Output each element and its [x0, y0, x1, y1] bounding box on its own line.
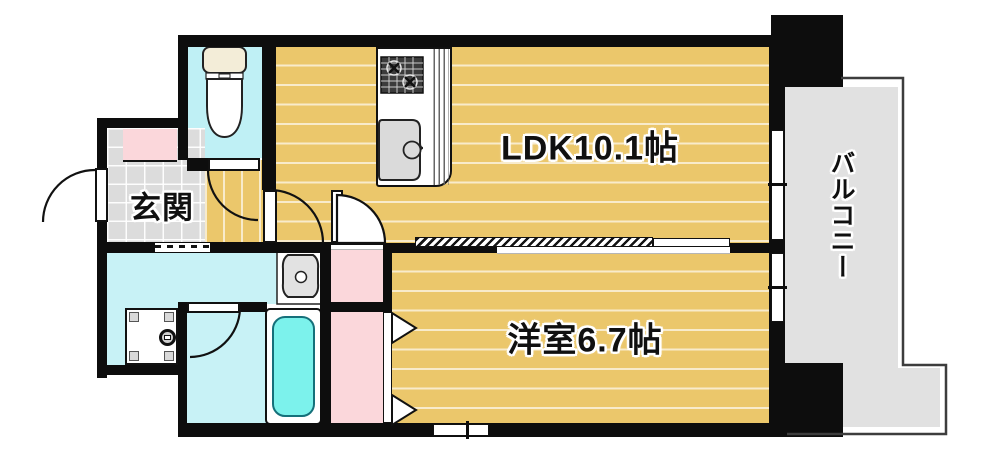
upper-closet-floor	[331, 249, 383, 302]
wall	[178, 302, 187, 437]
entrance-step-line	[155, 243, 210, 252]
bathroom-door-swing-arc	[189, 308, 242, 359]
washer-drain-icon	[159, 329, 176, 346]
entrance-door-swing-arc	[41, 168, 96, 223]
western-room-floor	[392, 253, 769, 423]
balcony-outline	[787, 76, 948, 436]
wall	[187, 158, 208, 171]
hallway-floor	[205, 160, 263, 242]
washbasin-icon	[276, 248, 323, 305]
wall	[383, 248, 392, 302]
closet-door-swing-arc	[335, 193, 387, 245]
wall	[97, 118, 188, 128]
entrance-label: 玄関	[130, 190, 194, 226]
toilet-icon	[202, 46, 247, 139]
pan-corner	[129, 312, 139, 322]
entrance-door	[95, 168, 108, 222]
accordion-partition	[415, 237, 653, 247]
wall-pillar-top-right	[771, 15, 843, 87]
wall	[383, 243, 497, 253]
balcony-floor-extension	[898, 368, 940, 427]
wall	[240, 302, 267, 312]
western-room-label: 洋室6.7帖	[507, 321, 663, 360]
wall	[178, 35, 188, 160]
bathroom-door	[187, 302, 240, 313]
gas-stove-icon	[380, 56, 424, 94]
wall	[262, 35, 276, 190]
bedroom-bottom-window	[433, 424, 489, 436]
window-mullion	[768, 183, 787, 186]
bathtub	[272, 316, 315, 417]
window-mullion	[466, 421, 469, 439]
ldk-label: LDK10.1帖	[500, 129, 680, 168]
pan-corner	[164, 312, 174, 322]
bifold-door-icon	[391, 311, 418, 345]
kitchen-sink-icon	[378, 119, 424, 181]
pan-corner	[164, 351, 174, 361]
toilet-door-swing-arc	[206, 169, 259, 222]
pan-corner	[129, 351, 139, 361]
wall	[178, 35, 788, 47]
hall-ldk-door-swing-arc	[269, 188, 325, 244]
balcony-label: バルコニー	[827, 150, 855, 280]
toilet-door	[208, 158, 260, 171]
wall	[97, 365, 187, 375]
wall	[320, 302, 392, 312]
window-mullion	[768, 286, 787, 289]
wall	[730, 243, 770, 253]
wall	[97, 242, 331, 253]
lower-closet-floor	[331, 312, 383, 423]
shoe-cabinet	[123, 129, 177, 162]
wall-pillar-bottom-right	[771, 363, 843, 437]
wall	[320, 248, 331, 427]
closet-door-track	[383, 312, 392, 423]
bifold-door-icon	[391, 393, 418, 427]
kitchen-counter-edge-lines	[430, 49, 449, 185]
sliding-panel	[653, 238, 730, 247]
